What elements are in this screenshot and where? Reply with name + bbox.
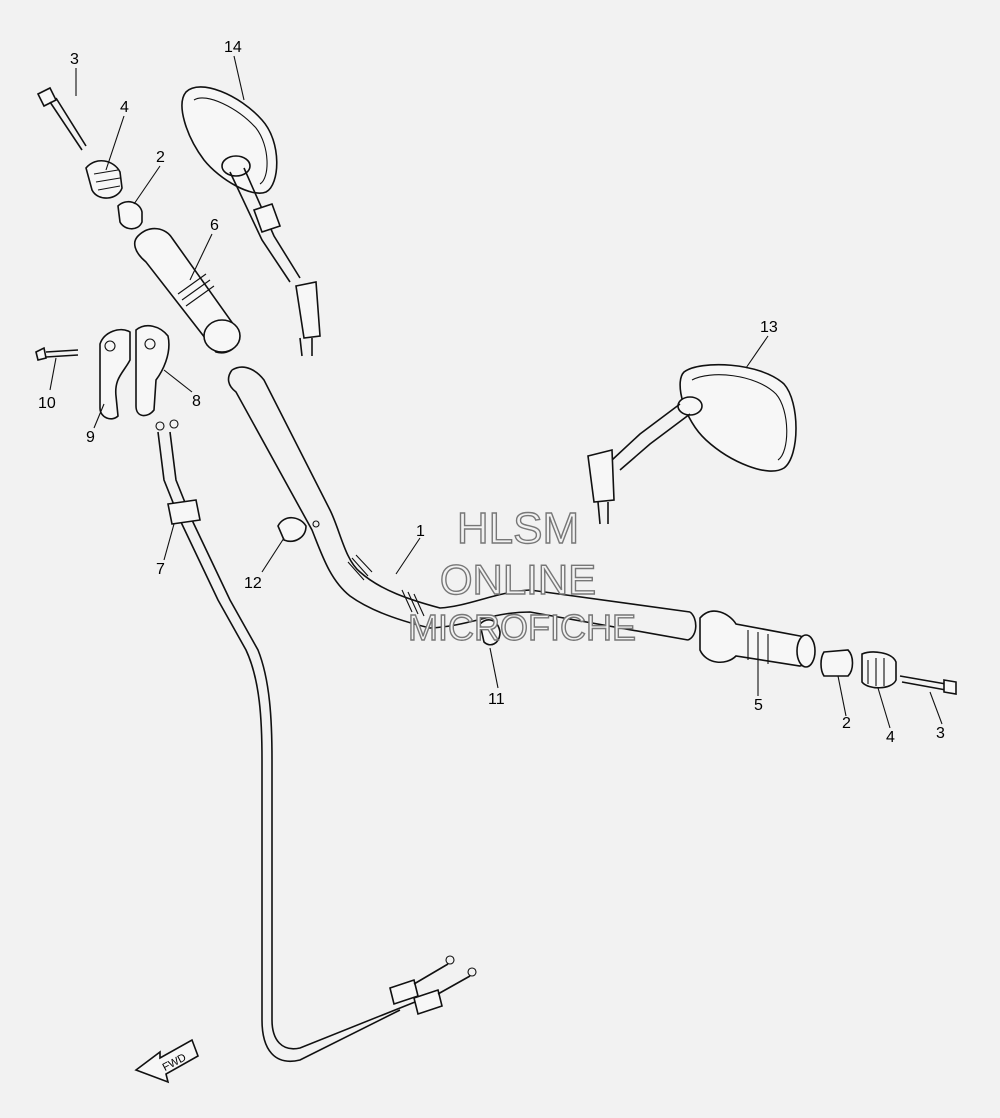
callout-4-right: 4 [886,729,895,746]
watermark-line-3: MICROFICHE [408,607,636,648]
fwd-arrow: FWD [134,1038,199,1084]
callout-7: 7 [156,561,165,578]
left-mirror [181,86,321,357]
callout-11: 11 [488,691,505,708]
callout-3-left: 3 [70,51,79,68]
right-end-bolt [899,675,957,695]
clamp-holder [99,324,170,420]
left-end-bolt [36,86,87,151]
handlebar [227,366,697,641]
left-grip-end-weight [85,160,143,230]
callout-2-left: 2 [156,149,165,166]
callout-2-right: 2 [842,715,851,732]
callout-5: 5 [754,697,763,714]
callout-14: 14 [224,39,242,56]
leader-lines [49,55,943,729]
callout-10: 10 [38,395,56,412]
callout-3-right: 3 [936,725,945,742]
callout-6: 6 [210,217,219,234]
callout-13: 13 [760,319,778,336]
callout-9: 9 [86,429,95,446]
callouts: 1 2 2 3 3 4 4 5 6 7 8 9 10 11 12 13 14 [38,39,945,746]
callout-4-left: 4 [120,99,129,116]
callout-12: 12 [244,575,262,592]
knurl-band [347,554,425,617]
watermark-line-2: ONLINE [440,556,596,603]
right-grip-end-weight [820,649,897,689]
watermark: HLSM ONLINE MICROFICHE [407,503,636,648]
right-grip [699,610,816,668]
clamp-bolt [35,346,79,361]
right-mirror [587,363,797,525]
cable-clamp-11 [479,619,501,646]
callout-1: 1 [416,523,425,540]
watermark-line-1: HLSM [457,504,579,553]
left-grip [133,227,241,354]
throttle-cable [155,419,477,1062]
callout-8: 8 [192,393,201,410]
cable-clamp-12 [277,516,320,542]
